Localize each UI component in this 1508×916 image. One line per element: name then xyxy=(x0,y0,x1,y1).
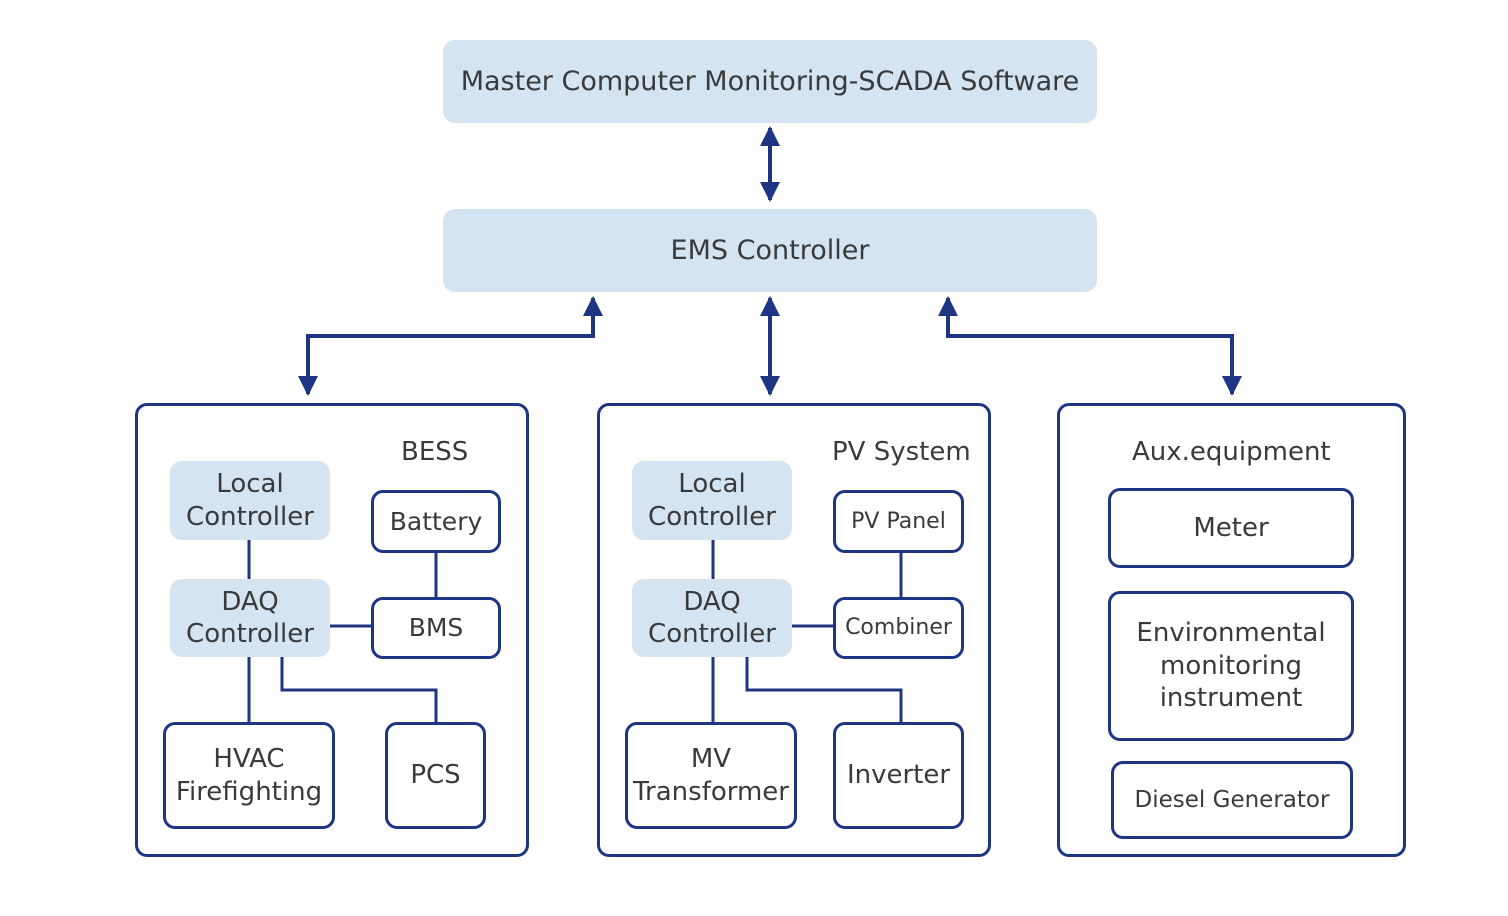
pv-panel[interactable]: PV Panel xyxy=(833,490,964,553)
bess-battery-label: Battery xyxy=(389,506,483,536)
aux-title: Aux.equipment xyxy=(1132,437,1331,467)
bess-battery[interactable]: Battery xyxy=(371,490,501,553)
pv-local-controller[interactable]: Local Controller xyxy=(632,461,792,540)
aux-meter[interactable]: Meter xyxy=(1108,488,1354,568)
bess-bms-label: BMS xyxy=(408,613,464,643)
pv-combiner-label: Combiner xyxy=(845,615,952,641)
bess-title: BESS xyxy=(401,437,469,467)
pv-panel-label: PV Panel xyxy=(851,508,946,534)
aux-group xyxy=(1057,403,1406,857)
pv-title: PV System xyxy=(832,437,971,467)
bess-hvac[interactable]: HVAC Firefighting xyxy=(163,722,335,829)
pv-daq-controller[interactable]: DAQ Controller xyxy=(632,579,792,657)
aux-env-monitor-label: Environmental monitoring instrument xyxy=(1136,618,1326,714)
aux-env-monitor[interactable]: Environmental monitoring instrument xyxy=(1108,591,1354,741)
pv-combiner[interactable]: Combiner xyxy=(833,597,964,659)
scada-label: Master Computer Monitoring-SCADA Softwar… xyxy=(460,65,1080,97)
aux-diesel-generator-label: Diesel Generator xyxy=(1134,786,1330,813)
bess-local-controller[interactable]: Local Controller xyxy=(170,461,330,540)
ems-controller-box[interactable]: EMS Controller xyxy=(443,209,1097,292)
bess-bms[interactable]: BMS xyxy=(371,597,501,659)
bess-pcs-label: PCS xyxy=(410,760,461,791)
bess-group xyxy=(135,403,529,857)
bess-local-controller-label: Local Controller xyxy=(186,469,314,532)
ems-bess-arrow xyxy=(298,296,603,396)
pv-mv-transformer[interactable]: MV Transformer xyxy=(625,722,797,829)
pv-inverter-label: Inverter xyxy=(846,760,951,791)
ems-controller-label: EMS Controller xyxy=(670,234,870,266)
pv-group xyxy=(597,403,991,857)
pv-mv-transformer-label: MV Transformer xyxy=(632,744,789,807)
scada-box[interactable]: Master Computer Monitoring-SCADA Softwar… xyxy=(443,40,1097,123)
bess-daq-pcs-line xyxy=(280,657,438,722)
pv-local-controller-label: Local Controller xyxy=(648,469,776,532)
aux-meter-label: Meter xyxy=(1193,512,1269,543)
bess-daq-controller-label: DAQ Controller xyxy=(186,586,314,650)
ems-aux-arrow xyxy=(938,296,1242,396)
bess-hvac-label: HVAC Firefighting xyxy=(175,744,323,807)
pv-inverter[interactable]: Inverter xyxy=(833,722,964,829)
aux-diesel-generator[interactable]: Diesel Generator xyxy=(1111,761,1353,839)
pv-daq-inverter-line xyxy=(745,657,903,722)
bess-daq-controller[interactable]: DAQ Controller xyxy=(170,579,330,657)
pv-daq-controller-label: DAQ Controller xyxy=(648,586,776,650)
bess-pcs[interactable]: PCS xyxy=(385,722,486,829)
